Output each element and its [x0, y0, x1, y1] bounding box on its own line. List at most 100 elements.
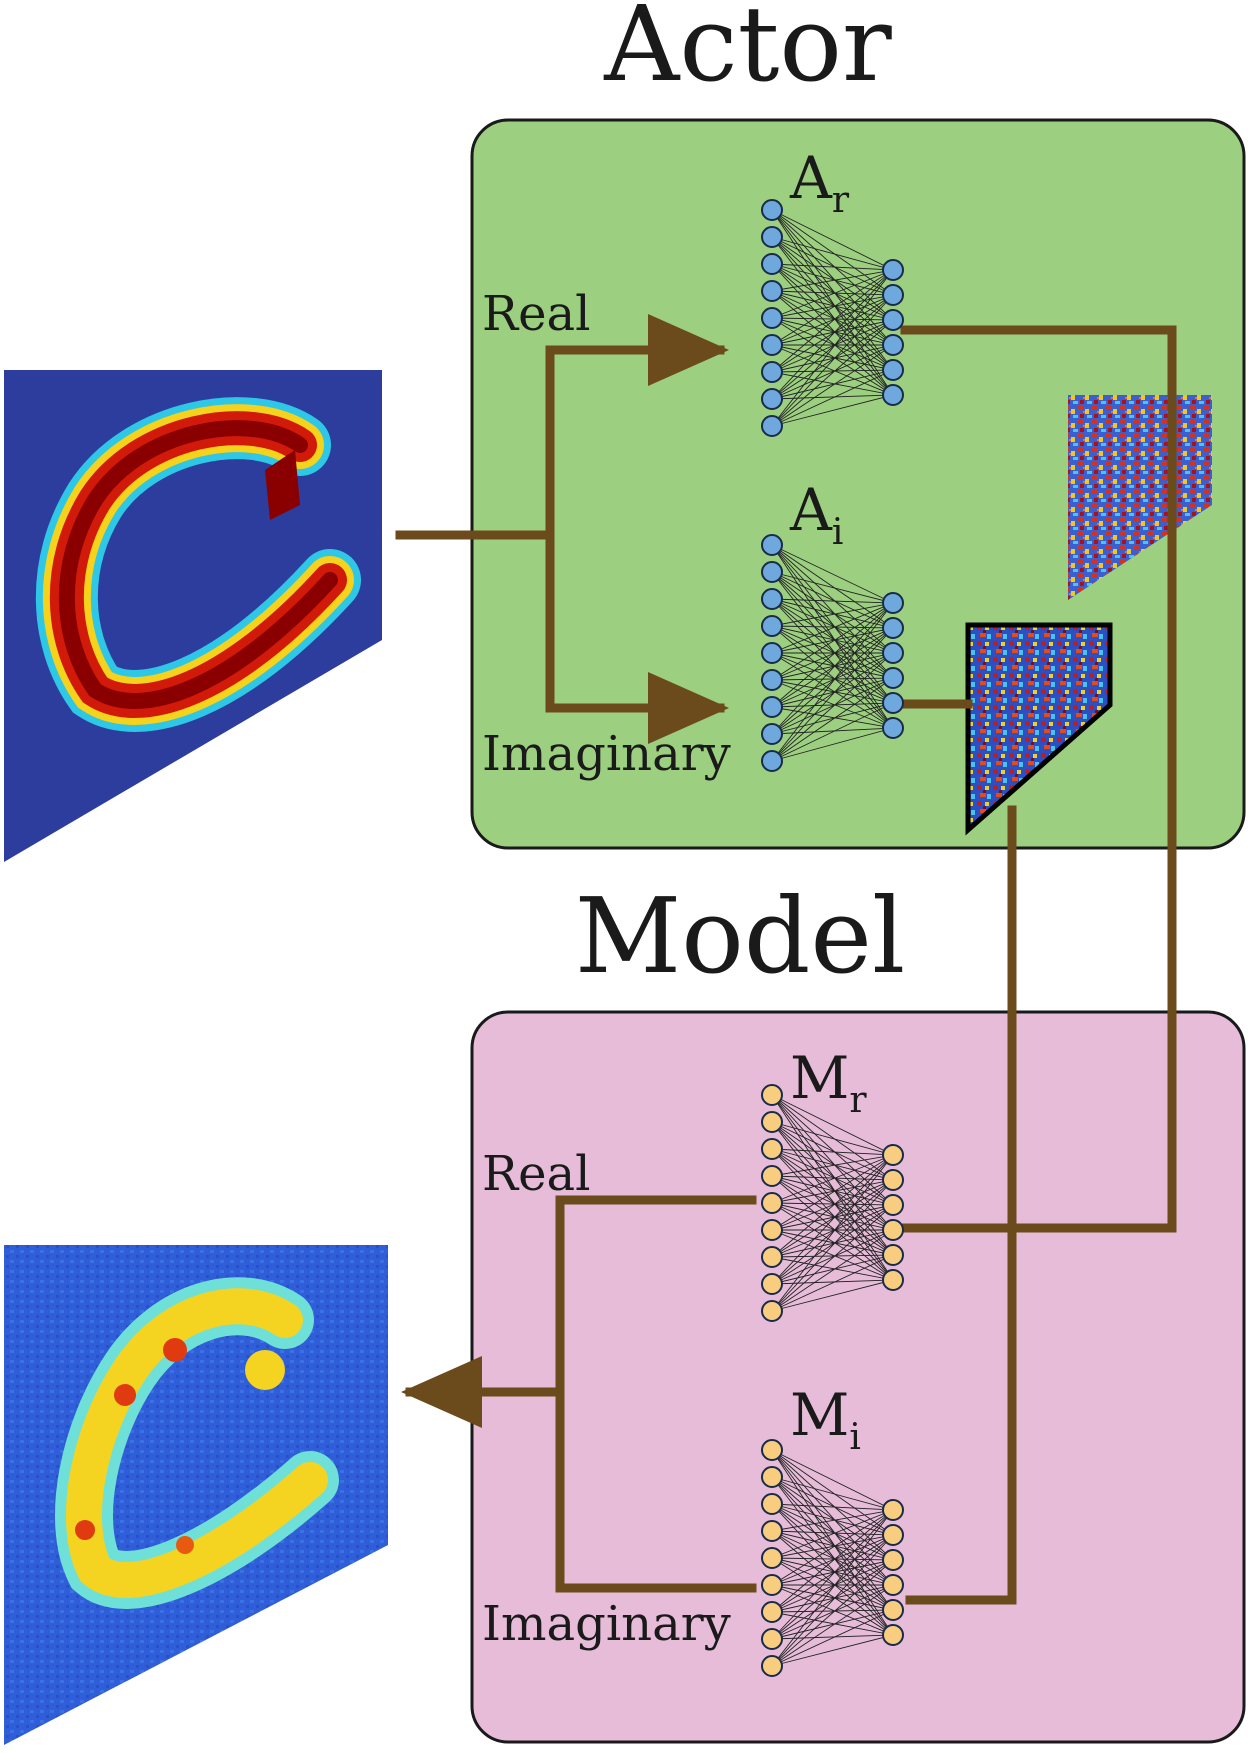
model-real-connection — [771, 1202, 894, 1231]
model-imag-connection — [771, 1476, 894, 1611]
model-real-output-node — [882, 1244, 904, 1266]
model-real-input-node — [761, 1192, 783, 1214]
model-real-connection — [771, 1204, 894, 1231]
actor-imag-connection — [771, 625, 894, 679]
actor-imag-connection — [771, 679, 894, 704]
model-imag-connection — [771, 1509, 894, 1613]
model-imag-net-label: Mi — [790, 1381, 861, 1458]
actor-imag-output-node — [882, 667, 904, 689]
actor-real-connection — [771, 263, 894, 371]
actor-real-input-node — [761, 253, 783, 275]
actor-imag-connection — [771, 602, 894, 654]
actor-imag-connection — [771, 627, 894, 681]
model-real-connection — [771, 1094, 894, 1156]
model-imag-connection — [771, 1476, 894, 1511]
model-real-connection — [771, 1154, 894, 1204]
actor-imag-connection — [771, 598, 894, 629]
model-imag-connection — [771, 1449, 894, 1536]
model-real-connection — [771, 1229, 894, 1285]
actor-imag-connection — [771, 679, 894, 729]
input-digit-image — [4, 370, 382, 862]
model-imag-connection — [771, 1530, 894, 1611]
model-real-connection — [771, 1094, 894, 1256]
actor-imag-connection — [771, 544, 894, 729]
actor-real-connection — [771, 269, 894, 346]
actor-imag-input-node — [761, 696, 783, 718]
actor-real-connection — [771, 209, 894, 396]
model-real-input-node — [761, 1219, 783, 1241]
actor-real-input-node — [761, 199, 783, 221]
model-imag-connection — [771, 1534, 894, 1559]
actor-real-input-node — [761, 307, 783, 329]
model-imag-connection — [771, 1559, 894, 1613]
model-real-connection — [771, 1175, 894, 1231]
model-real-connection — [771, 1179, 894, 1312]
actor-imag-output-node — [882, 642, 904, 664]
actor-real-connection — [771, 294, 894, 373]
actor-real-output-node — [882, 284, 904, 306]
model-real-connection — [771, 1148, 894, 1156]
actor-real-connection — [771, 263, 894, 296]
actor-real-connection — [771, 394, 894, 400]
actor-real-input-node — [761, 388, 783, 410]
model-imag-connection — [771, 1503, 894, 1611]
model-imag-connection — [771, 1476, 894, 1561]
actor-imag-connection — [771, 625, 894, 704]
actor-imag-connection — [771, 571, 894, 729]
actor-real-input-node — [761, 226, 783, 248]
model-real-connection — [771, 1279, 894, 1285]
model-real-connection — [771, 1179, 894, 1204]
model-imag-input-node — [761, 1439, 783, 1461]
model-imag-connection — [771, 1559, 894, 1667]
model-imag-connection — [771, 1509, 894, 1532]
actor-imag-connection — [771, 571, 894, 654]
actor-real-connection — [771, 209, 894, 321]
actor-real-connection — [771, 236, 894, 346]
model-real-connection — [771, 1229, 894, 1258]
model-imag-output-node — [882, 1524, 904, 1546]
actor-real-connection — [771, 369, 894, 373]
model-imag-connection — [771, 1530, 894, 1536]
actor-real-connection — [771, 290, 894, 396]
model-imag-connection — [771, 1611, 894, 1636]
actor-real-connection — [771, 294, 894, 319]
output-digit-image — [4, 1245, 388, 1745]
model-imag-connection — [771, 1534, 894, 1586]
actor-real-connection — [771, 344, 894, 373]
model-real-connection — [771, 1154, 894, 1312]
mask-to-model-imag-line — [905, 805, 1017, 1605]
model-real-input-node — [761, 1165, 783, 1187]
model-real-connection — [771, 1094, 894, 1206]
model-imaginary-label: Imaginary — [482, 1596, 731, 1652]
actor-real-output-node — [882, 309, 904, 331]
model-imag-input-node — [761, 1601, 783, 1623]
actor-imag-connection — [771, 727, 894, 762]
actor-real-connection — [771, 319, 894, 400]
actor-imag-connection — [771, 602, 894, 627]
model-real-connection — [771, 1175, 894, 1281]
actor-imag-connection — [771, 677, 894, 681]
actor-real-connection — [771, 269, 894, 400]
model-real-output-node — [882, 1144, 904, 1166]
model-real-connection — [771, 1279, 894, 1312]
model-imag-connection — [771, 1449, 894, 1586]
actor-connectors — [395, 314, 1177, 1605]
model-imag-connection — [771, 1530, 894, 1636]
model-real-connection — [771, 1148, 894, 1206]
actor-imag-input-node — [761, 615, 783, 637]
model-imag-connection — [771, 1534, 894, 1613]
actor-real-connection — [771, 290, 894, 346]
actor-imag-connection — [771, 602, 894, 708]
model-imag-connection — [771, 1534, 894, 1667]
model-imag-input-node — [761, 1493, 783, 1515]
model-real-input-node — [761, 1138, 783, 1160]
model-imag-connection — [771, 1503, 894, 1536]
model-real-output-node — [882, 1194, 904, 1216]
model-imag-connection — [771, 1503, 894, 1511]
actor-imag-output-node — [882, 592, 904, 614]
actor-imag-input-node — [761, 642, 783, 664]
actor-real-connection — [771, 317, 894, 346]
actor-imag-connection — [771, 544, 894, 629]
actor-real-connection — [771, 369, 894, 400]
